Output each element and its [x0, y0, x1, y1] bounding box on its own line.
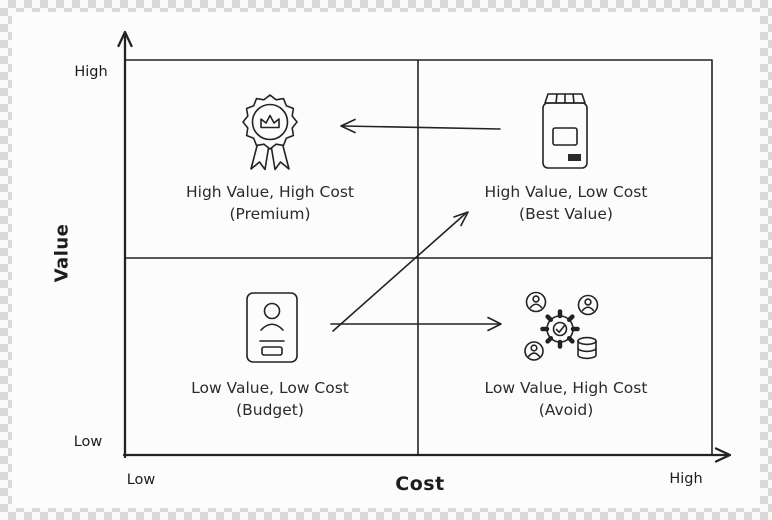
arrow-shaft — [332, 213, 466, 332]
database-icon — [577, 336, 597, 360]
matrix-grid — [124, 59, 713, 456]
arrow-budget-to-best-value — [332, 211, 469, 332]
quadrant-label-budget: Low Value, Low Cost (Budget) — [191, 377, 349, 421]
package-body — [542, 102, 588, 169]
arrow-budget-to-avoid — [330, 316, 502, 332]
database-body — [577, 340, 597, 360]
rosette-inner-circle — [251, 103, 289, 141]
person-head — [584, 298, 592, 306]
quadrant-caption-line2: (Avoid) — [538, 401, 594, 419]
arrow-head-icon — [487, 316, 502, 332]
person-circle-icon — [524, 341, 544, 361]
quadrant-caption-line1: High Value, High Cost — [186, 183, 354, 201]
quadrant-caption-line2: (Budget) — [236, 401, 304, 419]
gear-hub — [552, 321, 568, 337]
ribbon-tail-left — [250, 145, 270, 171]
database-top — [577, 336, 597, 346]
person-circle-icon — [525, 291, 547, 313]
id-card-icon — [246, 292, 298, 363]
gear-check-icon — [540, 309, 580, 349]
badge-circle — [525, 291, 547, 313]
package-crimp-lines — [555, 93, 575, 104]
quadrant-caption-line2: (Premium) — [229, 205, 311, 223]
arrow-shaft — [342, 125, 501, 130]
gear-body — [546, 315, 574, 343]
person-head — [263, 302, 281, 320]
person-head — [530, 344, 538, 352]
quadrant-caption-line1: Low Value, Low Cost — [191, 379, 349, 397]
y-axis-high-label: High — [74, 64, 108, 80]
quadrant-label-best-value: High Value, Low Cost (Best Value) — [485, 181, 648, 225]
package-label — [552, 127, 578, 146]
arrow-head-icon — [340, 118, 356, 134]
y-axis-title: Value — [51, 223, 73, 283]
card-outline — [246, 292, 298, 363]
quadrant-caption-line2: (Best Value) — [519, 205, 613, 223]
person-shoulders — [581, 306, 595, 312]
award-ribbon-icon — [242, 94, 298, 171]
diagram-paper — [12, 12, 760, 508]
person-shoulders — [529, 303, 543, 309]
checkmark-icon — [555, 324, 566, 333]
crown-icon — [260, 114, 280, 129]
ribbon-tail-right — [270, 145, 290, 171]
quadrant-label-avoid: Low Value, High Cost (Avoid) — [485, 377, 648, 421]
quadrant-caption-line1: High Value, Low Cost — [484, 183, 648, 201]
x-axis-high-label: High — [669, 471, 703, 487]
arrow-head-icon — [453, 211, 469, 227]
arrow-best-value-to-premium — [340, 118, 501, 134]
rosette-edge — [242, 94, 298, 150]
product-package-icon — [542, 93, 588, 169]
database-ring — [577, 347, 597, 353]
card-field — [261, 346, 283, 356]
x-axis-low-label: Low — [126, 472, 156, 488]
person-head — [532, 295, 540, 303]
person-shoulders — [260, 323, 284, 331]
badge-circle — [577, 294, 599, 316]
quadrant-caption-line1: Low Value, High Cost — [484, 379, 648, 397]
quadrant-label-premium: High Value, High Cost (Premium) — [186, 181, 354, 225]
person-shoulders — [528, 352, 540, 357]
badge-circle — [524, 341, 544, 361]
x-axis-title: Cost — [395, 473, 445, 495]
team-process-icon — [524, 291, 599, 361]
package-barcode — [568, 154, 581, 161]
person-circle-icon — [577, 294, 599, 316]
y-axis-low-label: Low — [73, 434, 103, 450]
x-axis-arrowhead-icon — [714, 447, 732, 463]
y-axis-arrowhead-icon — [117, 30, 133, 48]
